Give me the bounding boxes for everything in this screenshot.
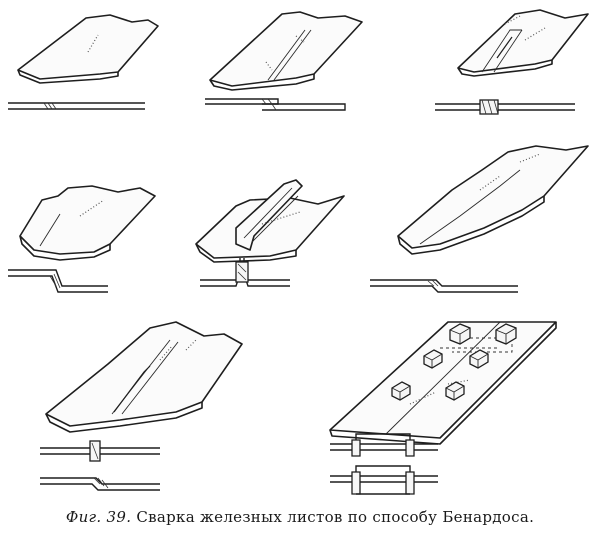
panel-riveted-block-plate (329, 321, 557, 495)
block (391, 381, 411, 401)
section-view (435, 99, 575, 115)
figure-caption: Фиг. 39. Сварка железных листов по спосо… (0, 508, 600, 526)
section-view (8, 102, 145, 110)
section-view-top (40, 440, 160, 462)
plate (397, 145, 589, 249)
panel-slanted-joggle-seam (370, 145, 589, 293)
panel-overlap-seam (205, 11, 363, 111)
section-view (370, 279, 518, 293)
panel-cover-strip-seam (40, 321, 243, 491)
panel-single-plate-butt (8, 14, 159, 110)
block (469, 349, 489, 369)
figure-number: Фиг. 39. (65, 508, 132, 526)
section-view (8, 269, 108, 293)
plate (45, 321, 243, 427)
panel-flanged-seam (195, 179, 345, 287)
block (495, 323, 517, 345)
section-view (205, 98, 346, 111)
section-view (200, 258, 290, 287)
panel-joggle-seam (8, 185, 156, 293)
block (423, 349, 443, 369)
plate (457, 9, 589, 73)
block (449, 323, 471, 345)
section-view-bottom (330, 465, 438, 495)
plate (209, 11, 363, 87)
standing-flange (235, 179, 303, 251)
caption-text: Сварка железных листов по способу Бенард… (136, 508, 535, 526)
section-view-top (330, 433, 438, 457)
plate (19, 185, 156, 255)
plate (195, 195, 345, 259)
panel-patch-seam (435, 9, 589, 115)
section-view-bottom (40, 477, 160, 491)
block (445, 381, 465, 401)
plate (17, 14, 159, 80)
plate (329, 321, 557, 439)
